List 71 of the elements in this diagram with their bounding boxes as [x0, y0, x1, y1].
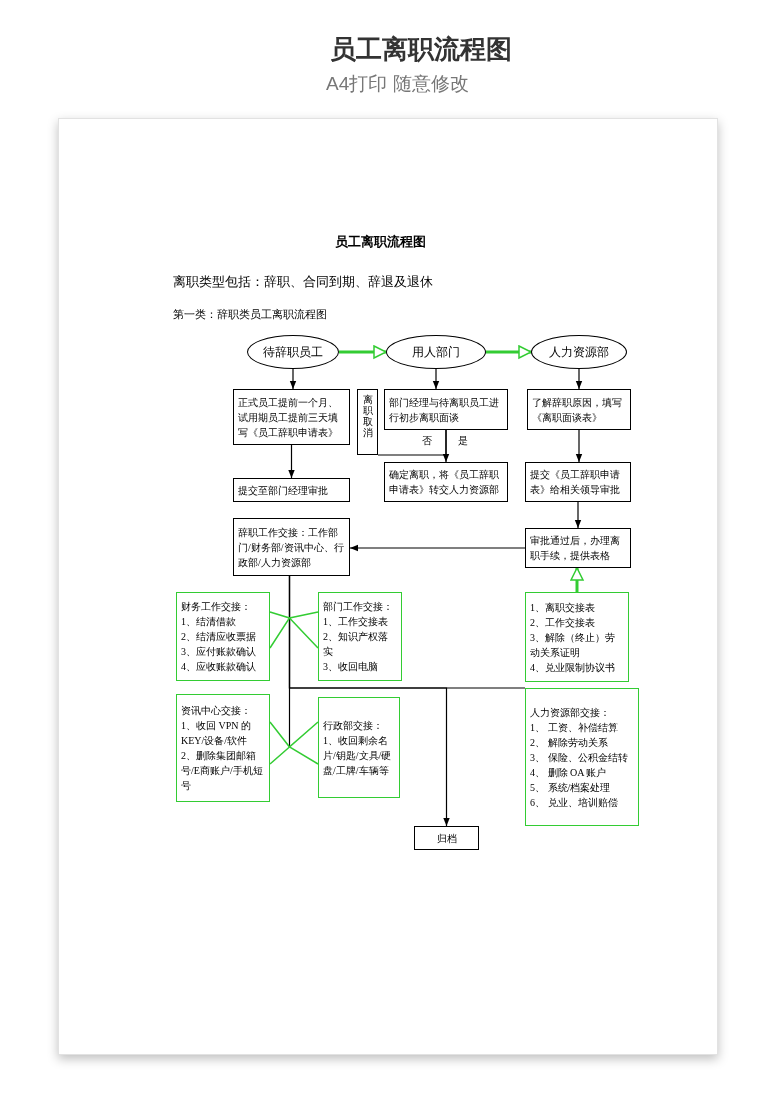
node-text: 确定离职，将《员工辞职申请表》转交人力资源部: [389, 468, 500, 497]
node-text: 人力资源部: [549, 344, 609, 361]
node-text: 4、应收账款确认: [181, 660, 257, 674]
callout-box: [176, 592, 270, 681]
process-box: [527, 389, 631, 430]
callout-heading: 资讯中心交接：: [181, 704, 252, 718]
callout-box: [525, 688, 639, 826]
banner-subtitle: A4打印 随意修改: [326, 72, 469, 96]
node-text: 提交《员工辞职申请表》给相关领导审批: [530, 468, 621, 497]
process-box: [233, 518, 350, 576]
arrow: [339, 345, 387, 359]
process-box: [384, 389, 508, 430]
node-text: 3、收回电脑: [323, 660, 379, 674]
node-text: 1、 工资、补偿结算: [530, 720, 619, 735]
node-text: 3、解除（终止）劳动关系证明: [530, 630, 616, 660]
arrow: [570, 567, 584, 592]
node-text: 1、工作交接表: [323, 615, 389, 629]
node-text: 离职取消: [362, 394, 373, 438]
node-text: 3、 保险、公积金结转: [530, 750, 629, 765]
node-text: 4、兑业限制协议书: [530, 660, 616, 675]
process-box: [233, 389, 350, 445]
node-text: 正式员工提前一个月、试用期员工提前三天填写《员工辞职申请表》: [238, 395, 339, 440]
node-text: 3、应付账款确认: [181, 645, 257, 659]
node-text: 2、工作交接表: [530, 615, 596, 630]
process-box: [384, 462, 508, 502]
arrow: [574, 501, 582, 529]
node-text: 2、 解除劳动关系: [530, 735, 609, 750]
node-text: 2、删除集团邮箱号/E商账户/手机短号: [181, 749, 264, 793]
callout-box: [525, 592, 629, 682]
callout-heading: 部门工作交接：: [323, 600, 394, 614]
page-title: 员工离职流程图: [335, 233, 426, 251]
arrow: [442, 429, 450, 463]
node-text: 用人部门: [412, 344, 460, 361]
callout-box: [176, 694, 270, 802]
node-text: 5、 系统/档案处理: [530, 780, 612, 795]
node-text: 审批通过后，办理离职手续，提供表格: [530, 534, 621, 563]
node-text: 2、结清应收票据: [181, 630, 257, 644]
node-text: 1、收回剩余名片/钥匙/文具/硬盘/工牌/车辆等: [323, 733, 393, 778]
banner-title: 员工离职流程图: [330, 34, 512, 66]
node-text: 提交至部门经理审批: [238, 483, 329, 498]
node-text: 4、 删除 OA 账户: [530, 765, 608, 780]
callout-heading: 行政部交接：: [323, 718, 384, 733]
process-box: [525, 528, 631, 568]
section-heading: 第一类：辞职类员工离职流程图: [173, 307, 327, 322]
edge-label: 是: [457, 435, 469, 447]
node-text: 部门经理与待离职员工进行初步离职面谈: [389, 395, 500, 425]
arrow: [349, 544, 526, 552]
callout-box: [318, 592, 402, 681]
process-box: [414, 826, 479, 850]
callout-heading: 财务工作交接：: [181, 600, 252, 614]
node-text: 待辞职员工: [263, 344, 323, 361]
arrow: [288, 444, 295, 479]
process-box: [525, 462, 631, 502]
node-text: 归档: [435, 831, 458, 846]
arrow: [289, 368, 297, 390]
callout-heading: 1、离职交接表: [530, 600, 596, 615]
callout-heading: 人力资源部交接：: [530, 705, 611, 720]
node-text: 辞职工作交接：工作部门/财务部/资讯中心、行政部/人力资源部: [238, 525, 345, 570]
process-box: [233, 478, 350, 502]
arrow: [575, 429, 583, 463]
node-text: 6、 兑业、培训赔偿: [530, 795, 619, 810]
node-text: 1、收回 VPN 的 KEY/设备/软件: [181, 719, 252, 748]
arrow: [486, 345, 532, 359]
process-box: [357, 389, 378, 455]
edge-label: 否: [421, 435, 433, 447]
arrow: [575, 368, 583, 390]
node-text: 1、结清借款: [181, 615, 237, 629]
node-text: 了解辞职原因，填写《离职面谈表》: [532, 395, 623, 425]
intro-text: 离职类型包括：辞职、合同到期、辞退及退休: [173, 273, 433, 291]
arrow: [432, 368, 440, 390]
node-text: 2、知识产权落实: [323, 630, 389, 659]
